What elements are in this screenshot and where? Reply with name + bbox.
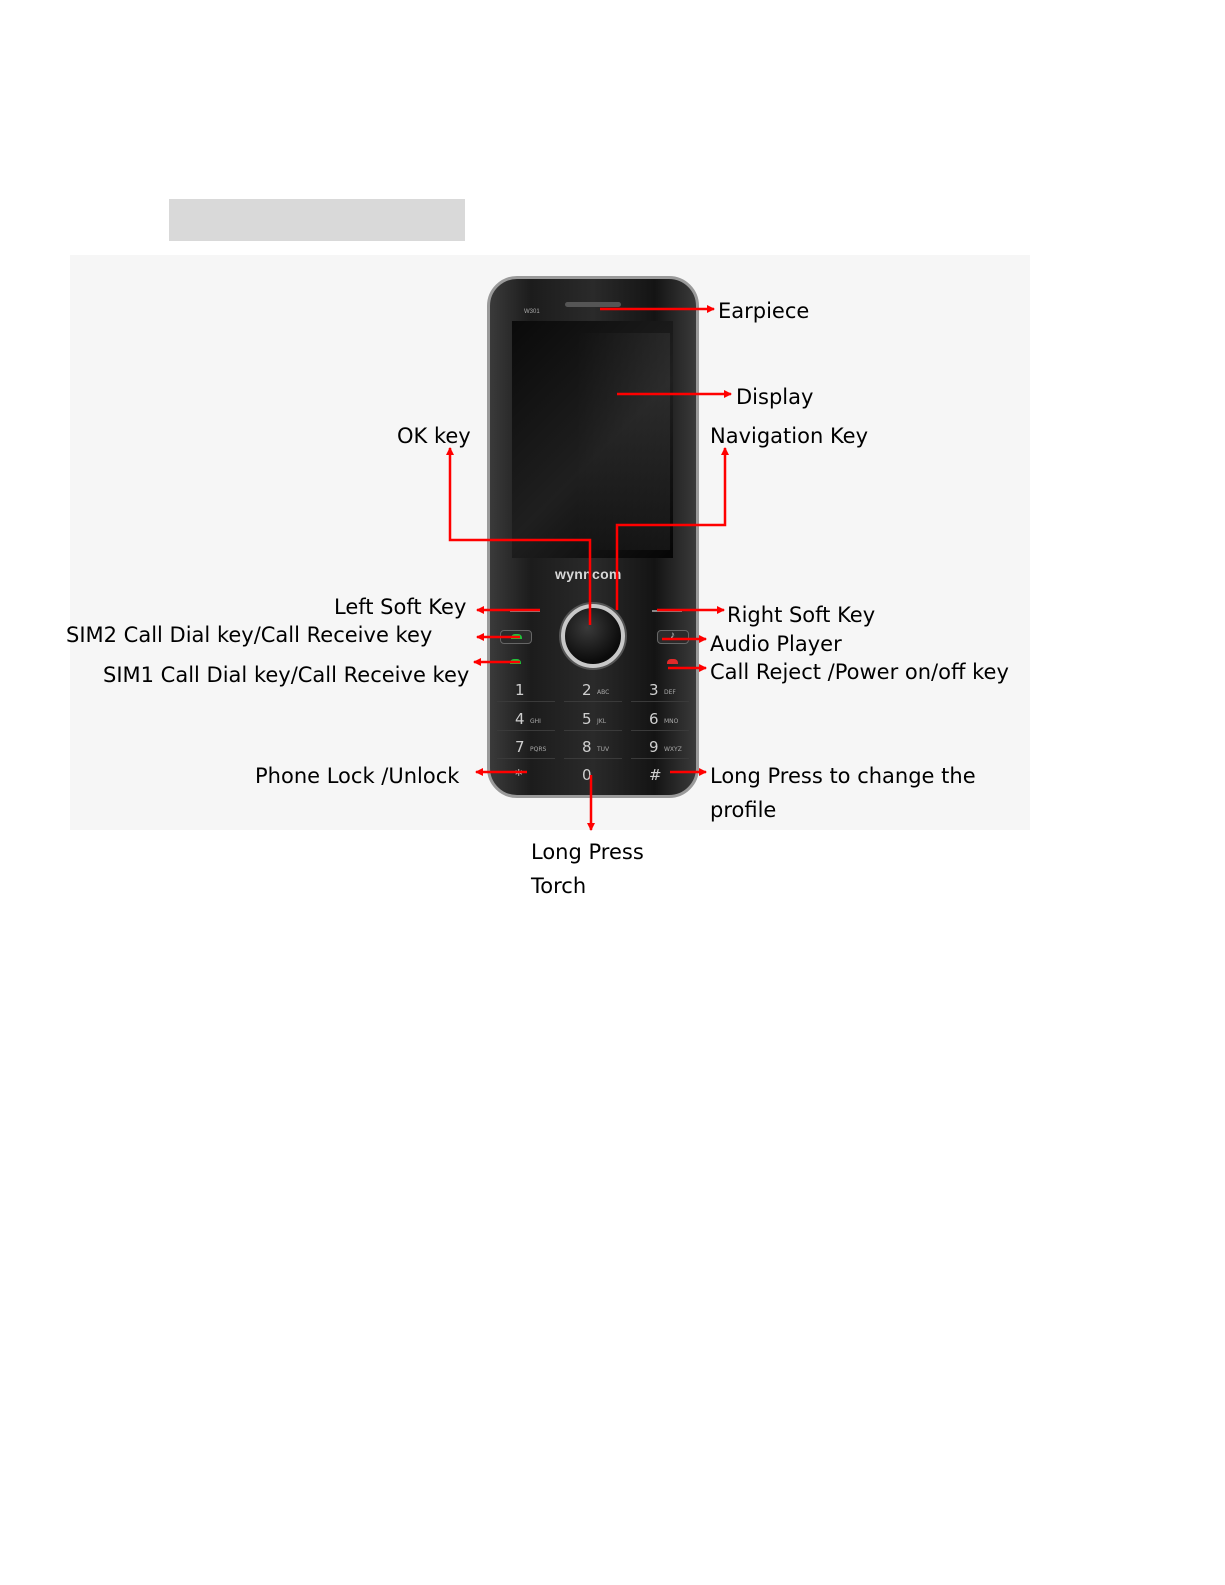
label-navigation-key: Navigation Key	[710, 424, 869, 448]
label-sim2-call-key: SIM2 Call Dial key/Call Receive key	[66, 623, 433, 647]
keypad-key: #	[649, 766, 662, 784]
label-left-soft-key: Left Soft Key	[334, 595, 467, 619]
ok-key-arrow	[446, 447, 592, 625]
label-phone-lock: Phone Lock /Unlock	[255, 764, 460, 788]
navigation-key-arrow	[615, 447, 729, 610]
heading-placeholder-box	[169, 199, 465, 241]
label-earpiece: Earpiece	[718, 299, 810, 323]
music-note-icon: ♪	[670, 630, 675, 641]
keypad-key: 1	[497, 678, 555, 702]
label-torch-line2: Torch	[531, 874, 587, 898]
label-sim1-call-key: SIM1 Call Dial key/Call Receive key	[103, 663, 470, 687]
phone-display-reflection	[575, 333, 670, 550]
phone-earpiece	[565, 302, 621, 307]
end-call-key	[657, 656, 689, 670]
phone-model-tag: W301	[524, 309, 540, 315]
label-torch-line1: Long Press	[531, 840, 644, 864]
phone-brand-logo: wynncom	[555, 566, 622, 582]
label-profile-line2: profile	[710, 798, 777, 822]
label-display: Display	[736, 385, 814, 409]
label-audio-player: Audio Player	[710, 632, 842, 656]
red-handset-icon	[667, 659, 678, 664]
label-right-soft-key: Right Soft Key	[727, 603, 876, 627]
audio-player-key: ♪	[657, 630, 689, 644]
navigation-ok-key	[561, 604, 625, 668]
label-ok-key: OK key	[397, 424, 471, 448]
label-profile-line1: Long Press to change the	[710, 764, 976, 788]
keypad-key: *	[515, 766, 523, 784]
phone-display	[512, 321, 673, 558]
keypad-key: 0	[582, 766, 592, 784]
label-call-reject-key: Call Reject /Power on/off key	[710, 660, 1009, 684]
